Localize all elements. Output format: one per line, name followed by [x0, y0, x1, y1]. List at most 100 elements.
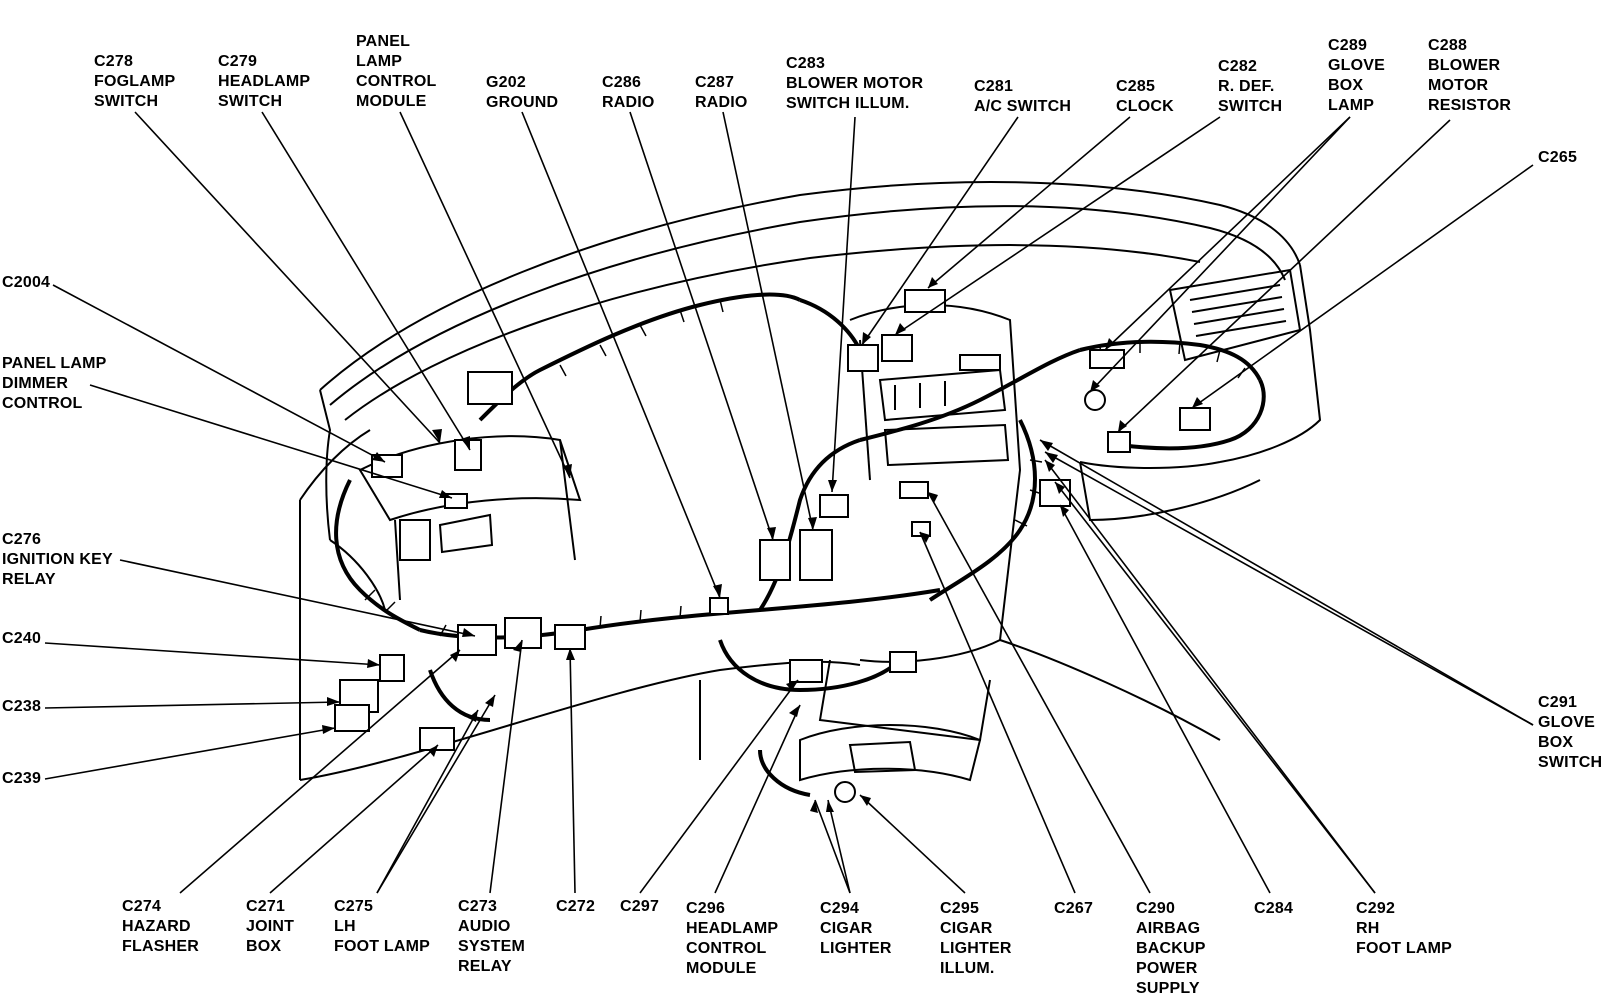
label-line: PANEL [356, 33, 411, 50]
label-line: IGNITION KEY [2, 551, 113, 568]
connector-c265 [1179, 407, 1211, 431]
label-c279: C279 HEADLAMP SWITCH [218, 52, 310, 112]
connector-c282 [881, 334, 913, 362]
label-line: C265 [1538, 149, 1578, 166]
label-line: C2004 [2, 274, 51, 291]
label-c288: C288 BLOWER MOTOR RESISTOR [1428, 36, 1511, 116]
label-panel-lamp-control-module: PANEL LAMP CONTROL MODULE [356, 32, 437, 112]
label-line: SWITCH [1218, 98, 1283, 115]
label-line: GLOVE [1328, 57, 1386, 74]
label-line: RH [1356, 920, 1380, 937]
label-c274: C274 HAZARD FLASHER [122, 897, 199, 957]
label-line: C284 [1254, 900, 1294, 917]
label-line: SUPPLY [1136, 980, 1200, 997]
label-line: C267 [1054, 900, 1094, 917]
label-line: SWITCH ILLUM. [786, 95, 910, 112]
label-c287: C287 RADIO [695, 73, 748, 113]
connector-c295 [889, 651, 917, 673]
label-c282: C282 R. DEF. SWITCH [1218, 57, 1282, 117]
label-c292: C292 RH FOOT LAMP [1356, 899, 1452, 959]
label-line: BOX [1328, 77, 1364, 94]
label-line: G202 [486, 74, 526, 91]
label-line: C295 [940, 900, 980, 917]
label-c267: C267 [1054, 899, 1093, 919]
label-c295: C295 CIGAR LIGHTER ILLUM. [940, 899, 1012, 979]
connector-c292 [1084, 389, 1106, 411]
connector-c272 [554, 624, 586, 650]
label-c272: C272 [556, 897, 595, 917]
connector-c290 [899, 481, 929, 499]
label-line: CLOCK [1116, 98, 1174, 115]
label-line: C279 [218, 53, 258, 70]
label-line: LH [334, 918, 356, 935]
label-line: SWITCH [218, 93, 283, 110]
label-line: PANEL LAMP [2, 355, 107, 372]
label-c290: C290 AIRBAG BACKUP POWER SUPPLY [1136, 899, 1206, 999]
label-line: DIMMER [2, 375, 69, 392]
label-line: SWITCH [94, 93, 159, 110]
label-line: GROUND [486, 94, 559, 111]
label-panel-lamp-dimmer: PANEL LAMP DIMMER CONTROL [2, 354, 107, 414]
label-line: BOX [246, 938, 282, 955]
connector-c288 [1107, 431, 1131, 453]
label-c271: C271 JOINT BOX [246, 897, 294, 957]
connector-c289 [1089, 349, 1125, 369]
label-line: C281 [974, 78, 1014, 95]
label-line: RELAY [458, 958, 512, 975]
label-line: C272 [556, 898, 596, 915]
label-line: C274 [122, 898, 162, 915]
label-c284: C284 [1254, 899, 1293, 919]
label-line: CONTROL [356, 73, 437, 90]
label-line: R. DEF. [1218, 78, 1275, 95]
label-c2004: C2004 [2, 273, 50, 293]
label-line: RADIO [602, 94, 655, 111]
label-line: POWER [1136, 960, 1198, 977]
connector-c285 [904, 289, 946, 313]
label-line: RADIO [695, 94, 748, 111]
connector-c273 [504, 617, 542, 649]
label-line: SYSTEM [458, 938, 525, 955]
label-line: MODULE [686, 960, 757, 977]
label-line: MOTOR [1428, 77, 1489, 94]
label-g202: G202 GROUND [486, 73, 558, 113]
label-line: FOGLAMP [94, 73, 176, 90]
label-line: FOOT LAMP [1356, 940, 1453, 957]
label-line: C286 [602, 74, 642, 91]
label-line: C239 [2, 770, 42, 787]
connector-g202 [709, 597, 729, 615]
label-line: LAMP [1328, 97, 1375, 114]
label-line: C282 [1218, 58, 1258, 75]
label-line: C294 [820, 900, 860, 917]
connector-c296 [789, 659, 823, 683]
label-line: AIRBAG [1136, 920, 1201, 937]
label-line: ILLUM. [940, 960, 995, 977]
label-line: C292 [1356, 900, 1396, 917]
connector-c294 [834, 781, 856, 803]
label-c285: C285 CLOCK [1116, 77, 1174, 117]
label-c275: C275 LH FOOT LAMP [334, 897, 430, 957]
label-line: C288 [1428, 37, 1468, 54]
label-line: C296 [686, 900, 726, 917]
label-c291: C291 GLOVE BOX SWITCH [1538, 693, 1602, 773]
leader-lines [44, 111, 1534, 894]
label-c239: C239 [2, 769, 41, 789]
label-line: C238 [2, 698, 42, 715]
label-line: CONTROL [686, 940, 767, 957]
leader-arrowheads [322, 277, 1203, 813]
label-c286: C286 RADIO [602, 73, 655, 113]
label-c240: C240 [2, 629, 41, 649]
label-line: C291 [1538, 694, 1578, 711]
label-c281: C281 A/C SWITCH [974, 77, 1071, 117]
label-line: HAZARD [122, 918, 191, 935]
label-line: BLOWER MOTOR [786, 75, 924, 92]
connector-c284 [1039, 479, 1071, 507]
label-c276: C276 IGNITION KEY RELAY [2, 530, 113, 590]
label-c294: C294 CIGAR LIGHTER [820, 899, 892, 959]
label-line: LAMP [356, 53, 403, 70]
label-line: BACKUP [1136, 940, 1206, 957]
label-c273: C273 AUDIO SYSTEM RELAY [458, 897, 525, 977]
label-line: C271 [246, 898, 286, 915]
connector-c240 [379, 654, 405, 682]
label-line: A/C SWITCH [974, 98, 1072, 115]
label-line: CONTROL [2, 395, 83, 412]
